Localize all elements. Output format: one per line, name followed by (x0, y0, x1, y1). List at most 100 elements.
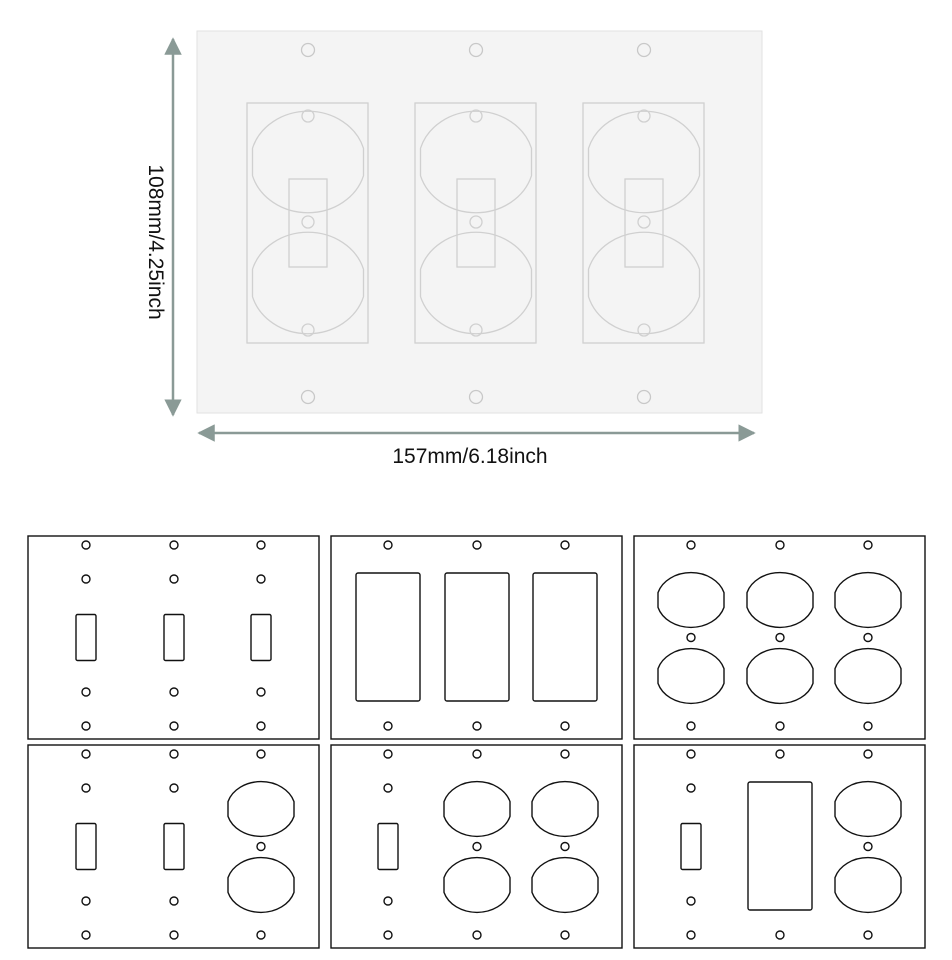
plate-outline (330, 744, 623, 949)
decora-outline (246, 102, 369, 344)
center-screw-hole (637, 109, 651, 123)
duplex-outline-top (251, 110, 365, 214)
screw-hole (686, 721, 696, 731)
toggle-screw-hole (686, 783, 696, 793)
screw-hole (863, 540, 873, 550)
duplex-outline-bottom (419, 231, 533, 335)
toggle-screw-hole (256, 574, 266, 584)
toggle-screw-hole (169, 783, 179, 793)
screw-hole (81, 721, 91, 731)
main-plate-slot (246, 102, 369, 344)
duplex-outlet-bottom (443, 856, 511, 914)
toggle-screw-hole (256, 687, 266, 697)
toggle-cutout (377, 822, 399, 871)
toggle-cutout (163, 613, 185, 662)
screw-hole (383, 540, 393, 550)
toggle-outline (624, 178, 664, 268)
center-screw-hole (469, 109, 483, 123)
toggle-screw-hole (686, 896, 696, 906)
screw-hole (383, 930, 393, 940)
screw-hole (81, 540, 91, 550)
toggle-screw-hole (81, 783, 91, 793)
plate-outline (330, 535, 623, 740)
duplex-outline-top (587, 110, 701, 214)
main-plate-slot (414, 102, 537, 344)
screw-hole (256, 930, 266, 940)
screw-hole (863, 930, 873, 940)
duplex-outline-top (419, 110, 533, 214)
duplex-outlet-bottom (834, 856, 902, 914)
screw-hole (383, 721, 393, 731)
toggle-screw-hole (169, 896, 179, 906)
screw-hole (775, 721, 785, 731)
toggle-screw-hole (383, 783, 393, 793)
decora-outline (582, 102, 705, 344)
center-screw-hole (863, 841, 873, 852)
screw-hole (686, 540, 696, 550)
screw-hole (169, 749, 179, 759)
toggle-outline (456, 178, 496, 268)
screw-hole (686, 930, 696, 940)
plate-outline (27, 744, 320, 949)
main-plate-surface (196, 30, 763, 414)
center-screw-hole (686, 632, 696, 643)
screw-hole (636, 42, 652, 58)
decora-cutout (444, 572, 510, 702)
duplex-outlet-top (834, 780, 902, 838)
screw-hole (863, 749, 873, 759)
screw-hole (169, 540, 179, 550)
main-plate-slot (582, 102, 705, 344)
toggle-cutout (75, 613, 97, 662)
center-screw-hole (775, 632, 785, 643)
toggle-cutout (75, 822, 97, 871)
duplex-outlet-top (746, 571, 814, 629)
toggle-screw-hole (81, 574, 91, 584)
duplex-outlet-bottom (834, 647, 902, 705)
variant-plate-toggle-decora-duplex (633, 744, 926, 949)
screw-hole (775, 930, 785, 940)
duplex-outlet-top (443, 780, 511, 838)
screw-hole (256, 540, 266, 550)
duplex-outlet-bottom (657, 647, 725, 705)
center-screw-hole (256, 841, 266, 852)
variant-plate-triple-toggle (27, 535, 320, 740)
height-label: 108mm/4.25inch (144, 164, 167, 319)
duplex-outlet-top (531, 780, 599, 838)
decora-outline (414, 102, 537, 344)
screw-hole (775, 749, 785, 759)
plate-outline (633, 744, 926, 949)
duplex-outlet-top (834, 571, 902, 629)
plate-variant-grid (27, 535, 926, 949)
duplex-outline-bottom (587, 231, 701, 335)
screw-hole (81, 749, 91, 759)
center-screw-hole (301, 109, 315, 123)
center-screw-hole (301, 323, 315, 337)
main-wall-plate (196, 30, 763, 414)
decora-cutout (355, 572, 421, 702)
duplex-outline-bottom (251, 231, 365, 335)
screw-hole (300, 389, 316, 405)
center-screw-hole (560, 841, 570, 852)
screw-hole (383, 749, 393, 759)
height-dimension: 108mm/4.25inch (144, 37, 182, 417)
width-label: 157mm/6.18inch (392, 445, 547, 468)
screw-hole (472, 540, 482, 550)
toggle-cutout (250, 613, 272, 662)
center-screw-hole (469, 215, 483, 229)
duplex-outlet-bottom (227, 856, 295, 914)
screw-hole (863, 721, 873, 731)
screw-hole (560, 540, 570, 550)
screw-hole (472, 930, 482, 940)
center-screw-hole (637, 323, 651, 337)
duplex-outlet-bottom (531, 856, 599, 914)
plate-outline (27, 535, 320, 740)
duplex-outlet-top (227, 780, 295, 838)
decora-cutout (532, 572, 598, 702)
center-screw-hole (472, 841, 482, 852)
screw-hole (468, 389, 484, 405)
width-dimension: 157mm/6.18inch (197, 424, 756, 468)
screw-hole (256, 749, 266, 759)
main-plate-screw-holes (300, 42, 652, 405)
screw-hole (560, 930, 570, 940)
